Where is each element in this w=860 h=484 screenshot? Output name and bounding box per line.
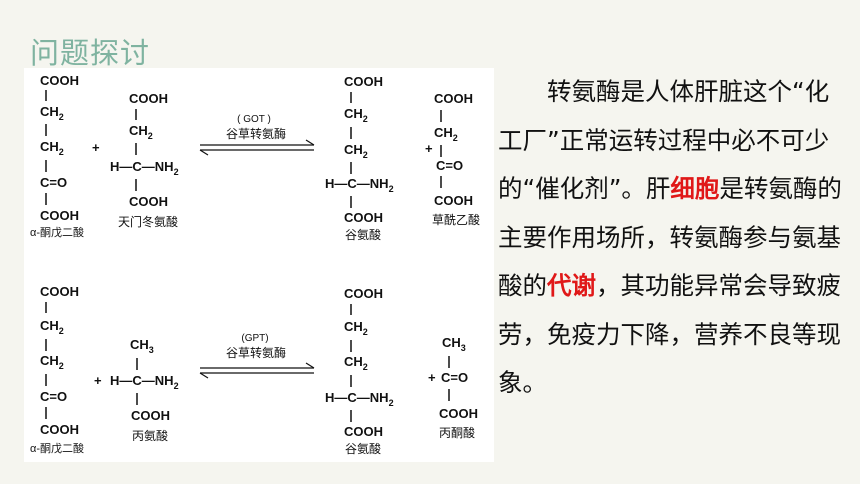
glu1-hcnh2: H—C—NH2 — [325, 176, 394, 194]
description-paragraph: 转氨酶是人体肝脏这个“化工厂”正常运转过程中必不可少的“催化剂”。肝细胞是转氨酶… — [498, 68, 850, 408]
text-part-2: 是转氨酶的主要作用场所，转氨酶参与氨基酸的 — [498, 174, 842, 300]
pyr-name: 丙酮酸 — [439, 425, 475, 440]
pyr-plus: + — [428, 370, 436, 385]
gpt-enzyme-name: 谷草转氨酶 — [226, 345, 286, 360]
alpha-ketoglutarate-1: COOH CH2 CH2 C=O COOH α-酮戊二酸 — [30, 73, 84, 239]
oxaloacetate: COOH CH2 C=O COOH 草酰乙酸 — [432, 91, 480, 227]
alanine: CH3 + H—C—NH2 COOH 丙氨酸 — [94, 337, 179, 443]
glutamate-1: COOH CH2 CH2 H—C—NH2 COOH 谷氨酸 — [325, 74, 394, 242]
reaction-figure: COOH CH2 CH2 C=O COOH α-酮戊二酸 + COOH CH2 … — [24, 68, 494, 462]
glu2-ch2-b: CH2 — [344, 354, 368, 372]
oaa-ch2: CH2 — [434, 125, 458, 143]
glutamate-2: COOH CH2 CH2 H—C—NH2 COOH 谷氨酸 — [325, 286, 394, 456]
akg2-cooh-bottom: COOH — [40, 422, 79, 437]
gpt-label: (GPT) — [241, 333, 268, 344]
akg1-name: α-酮戊二酸 — [30, 225, 84, 239]
text-part-1: 转氨酶是人体肝脏这个“化工厂”正常运转过程中必不可少的“催化剂”。肝 — [498, 77, 830, 203]
text-part-3: ，其功能异常会导致疲劳，免疫力下降，营养不良等现象。 — [498, 271, 841, 397]
ala-name: 丙氨酸 — [132, 428, 168, 443]
akg2-name: α-酮戊二酸 — [30, 441, 84, 455]
glu2-name: 谷氨酸 — [345, 441, 381, 456]
alpha-ketoglutarate-2: COOH CH2 CH2 C=O COOH α-酮戊二酸 — [30, 284, 84, 455]
oaa-cooh-bottom: COOH — [434, 193, 473, 208]
akg2-ch2-a: CH2 — [40, 318, 64, 336]
highlight-metabolism: 代谢 — [547, 271, 596, 300]
plus-1b: + — [425, 141, 433, 156]
akg1-ch2-a: CH2 — [40, 104, 64, 122]
ala-plus: + — [94, 373, 102, 388]
asp-name: 天门冬氨酸 — [118, 214, 178, 229]
pyruvate: CH3 + C=O COOH 丙酮酸 — [428, 335, 478, 440]
oaa-cooh-top: COOH — [434, 91, 473, 106]
akg1-cooh-top: COOH — [40, 73, 79, 88]
ala-hcnh2: H—C—NH2 — [110, 373, 179, 391]
oaa-co: C=O — [436, 158, 463, 173]
glu1-cooh-bottom: COOH — [344, 210, 383, 225]
glu2-ch2-a: CH2 — [344, 319, 368, 337]
equilibrium-arrow-2: (GPT) 谷草转氨酶 — [199, 333, 315, 379]
glu2-hcnh2: H—C—NH2 — [325, 390, 394, 408]
pyr-co: C=O — [441, 370, 468, 385]
equilibrium-arrow-1: ( GOT ) 谷草转氨酶 — [199, 114, 315, 156]
glu2-cooh-top: COOH — [344, 286, 383, 301]
glu1-cooh-top: COOH — [344, 74, 383, 89]
page-title: 问题探讨 — [30, 36, 151, 70]
akg1-cooh-bottom: COOH — [40, 208, 79, 223]
plus-1a: + — [92, 140, 100, 155]
glu2-cooh-bottom: COOH — [344, 424, 383, 439]
paragraph-text: 转氨酶是人体肝脏这个“化工厂”正常运转过程中必不可少的“催化剂”。肝细胞是转氨酶… — [498, 68, 850, 408]
ala-ch3: CH3 — [130, 337, 154, 355]
glu1-name: 谷氨酸 — [345, 227, 381, 242]
ala-cooh: COOH — [131, 408, 170, 423]
asp-cooh-bottom: COOH — [129, 194, 168, 209]
pyr-ch3: CH3 — [442, 335, 466, 353]
glu1-ch2-a: CH2 — [344, 106, 368, 124]
got-label: ( GOT ) — [237, 114, 271, 125]
akg2-ch2-b: CH2 — [40, 353, 64, 371]
got-enzyme-name: 谷草转氨酶 — [226, 126, 286, 141]
asp-hcnh2: H—C—NH2 — [110, 159, 179, 177]
akg2-cooh-top: COOH — [40, 284, 79, 299]
akg1-co: C=O — [40, 175, 67, 190]
oaa-name: 草酰乙酸 — [432, 212, 480, 227]
asp-cooh-top: COOH — [129, 91, 168, 106]
highlight-cell: 细胞 — [670, 174, 720, 203]
aspartate: COOH CH2 H—C—NH2 COOH 天门冬氨酸 — [110, 91, 179, 229]
glu1-ch2-b: CH2 — [344, 142, 368, 160]
pyr-cooh: COOH — [439, 406, 478, 421]
reaction-diagram: COOH CH2 CH2 C=O COOH α-酮戊二酸 + COOH CH2 … — [30, 73, 480, 456]
asp-ch2: CH2 — [129, 123, 153, 141]
akg2-co: C=O — [40, 389, 67, 404]
akg1-ch2-b: CH2 — [40, 139, 64, 157]
